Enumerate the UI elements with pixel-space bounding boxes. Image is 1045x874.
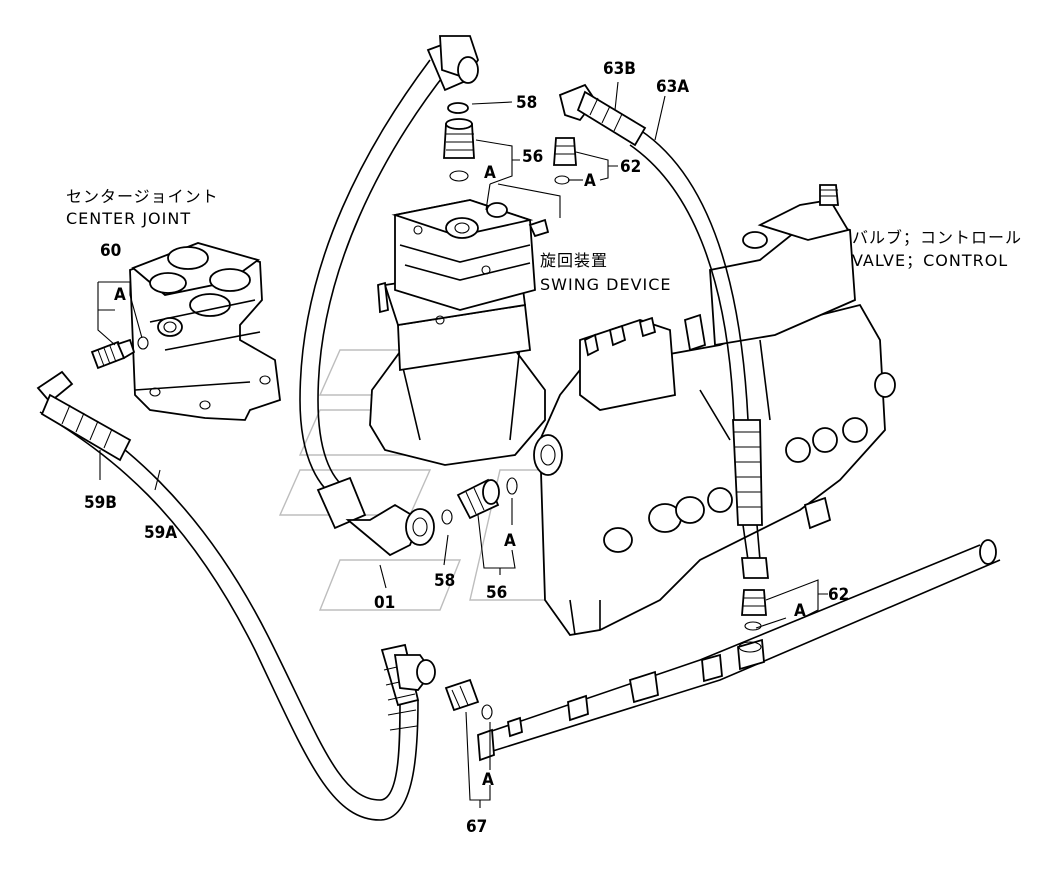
- label-59b: 59B: [84, 493, 117, 513]
- label-62-top: 62: [620, 157, 641, 177]
- control-valve: [533, 184, 896, 636]
- ref-a-56-bottom: A: [504, 531, 516, 551]
- label-67: 67: [466, 817, 487, 837]
- center-joint: [129, 242, 281, 421]
- ref-a-60: A: [114, 285, 126, 305]
- hose-63: [558, 83, 769, 579]
- center-joint-caption-en: CENTER JOINT: [66, 209, 191, 228]
- swing-device: [369, 199, 550, 466]
- leader-lines: [97, 81, 828, 808]
- hose-59: [36, 370, 436, 821]
- label-59a: 59A: [144, 523, 177, 543]
- valve-caption-en: VALVE；CONTROL: [852, 251, 1008, 270]
- valve-caption-jp: バルブ；コントロール: [852, 228, 1022, 247]
- ref-a-62-bottom: A: [794, 601, 806, 621]
- swing-device-caption-en: SWING DEVICE: [540, 275, 672, 294]
- fitting-56-top: [443, 102, 475, 182]
- fitting-62-top: [553, 137, 577, 185]
- label-58-bottom: 58: [434, 571, 455, 591]
- label-62-bottom: 62: [828, 585, 849, 605]
- fitting-62-bottom: [741, 589, 767, 631]
- label-01: 01: [374, 593, 395, 613]
- label-63a: 63A: [656, 77, 689, 97]
- pipe-67: [477, 539, 1001, 762]
- label-58-top: 58: [516, 93, 537, 113]
- center-joint-caption-jp: センタージョイント: [66, 187, 219, 206]
- ref-a-62-top: A: [584, 171, 596, 191]
- ref-a-56-top: A: [484, 163, 496, 183]
- fitting-56-bottom: [456, 477, 518, 520]
- hose-01: [299, 35, 479, 557]
- fitting-67: [444, 678, 493, 720]
- fitting-60: [90, 336, 149, 370]
- swing-device-caption-jp: 旋回装置: [540, 251, 608, 270]
- label-63b: 63B: [603, 59, 636, 79]
- label-56-top: 56: [522, 147, 543, 167]
- ref-a-67: A: [482, 770, 494, 790]
- label-60: 60: [100, 241, 121, 261]
- label-56-bottom: 56: [486, 583, 507, 603]
